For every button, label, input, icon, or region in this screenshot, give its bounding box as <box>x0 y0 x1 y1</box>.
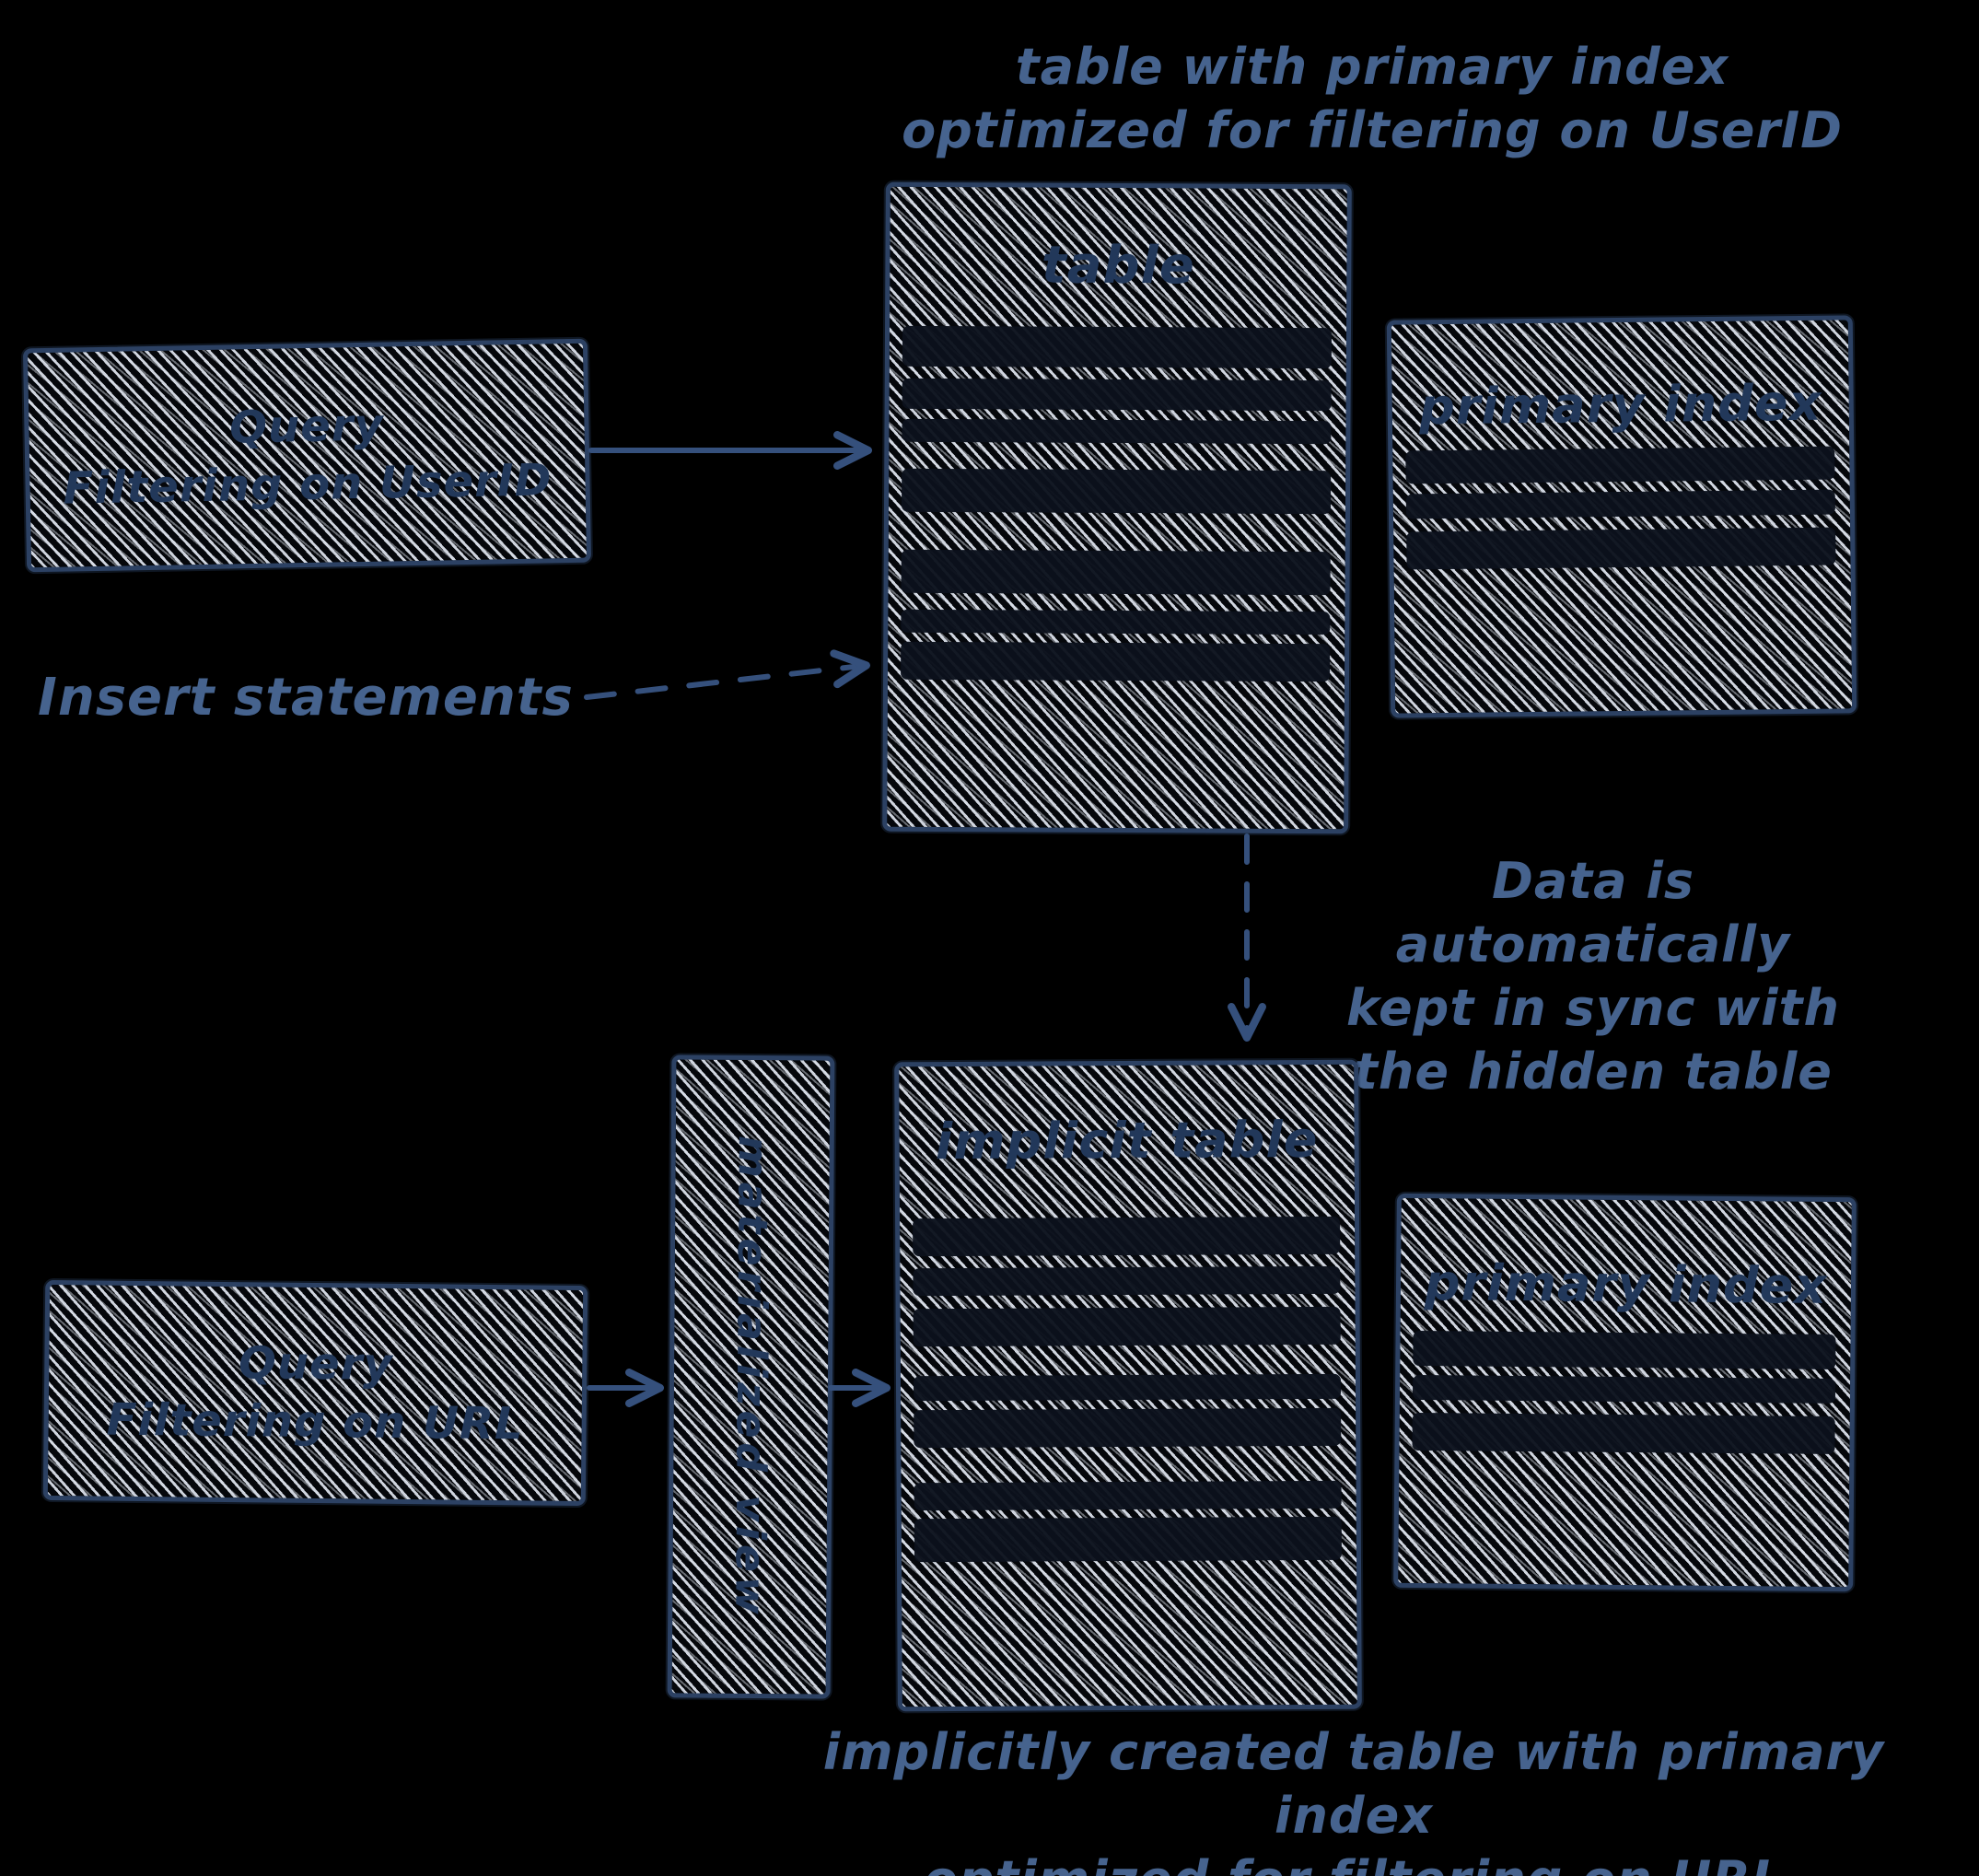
index-row <box>1413 1330 1836 1369</box>
index-row <box>1405 489 1835 519</box>
bottom-caption-line1: implicitly created table with primary in… <box>822 1723 1885 1846</box>
table-row <box>913 1216 1341 1257</box>
top-caption-line2: optimized for filtering on UserID <box>902 101 1843 160</box>
bottom-caption: implicitly created table with primary in… <box>783 1720 1925 1876</box>
query-url-line2: Filtering on URL <box>106 1393 524 1450</box>
table-row <box>914 1480 1342 1511</box>
primary-index-top-title: primary index <box>1418 373 1822 437</box>
insert-statements-label: Insert statements <box>38 668 574 728</box>
table-row <box>901 549 1331 596</box>
sync-note-line2: kept in sync with <box>1346 979 1840 1038</box>
table-row <box>913 1373 1342 1402</box>
index-row <box>1412 1374 1836 1404</box>
primary-index-bottom-title: primary index <box>1424 1253 1828 1315</box>
table-row <box>913 1306 1341 1347</box>
table-box: table <box>882 181 1352 834</box>
table-row <box>902 418 1332 445</box>
table-box-title: table <box>1041 235 1195 297</box>
table-row <box>901 609 1331 635</box>
sync-note: Data is automatically kept in sync with … <box>1308 849 1879 1103</box>
top-caption-line1: table with primary index <box>1015 38 1729 96</box>
query-userid-label: Query Filtering on UserID <box>28 344 587 567</box>
implicit-table-title: implicit table <box>935 1110 1319 1171</box>
query-url-line1: Query <box>238 1337 393 1391</box>
implicit-table-box: implicit table <box>894 1059 1362 1712</box>
index-row <box>1412 1412 1835 1454</box>
query-userid-box: Query Filtering on UserID <box>22 338 592 573</box>
primary-index-bottom-box: primary index <box>1393 1193 1857 1592</box>
query-userid-line2: Filtering on UserID <box>63 453 553 515</box>
table-row <box>913 1265 1341 1297</box>
table-row <box>902 325 1333 369</box>
query-userid-line1: Query <box>228 399 385 454</box>
table-row <box>914 1407 1342 1449</box>
bottom-caption-line2: optimized for filtering on URL <box>783 1847 1925 1876</box>
sync-note-line3: the hidden table <box>1354 1043 1833 1101</box>
query-url-box: Query Filtering on URL <box>42 1279 588 1507</box>
table-row <box>901 468 1332 515</box>
index-row <box>1406 527 1836 570</box>
sync-note-line1: Data is automatically <box>1395 852 1791 974</box>
arrow-insert-statements-dashed <box>584 649 870 700</box>
materialized-view-box: materialized view <box>667 1055 835 1699</box>
query-url-label: Query Filtering on URL <box>48 1285 583 1501</box>
index-row <box>1405 446 1835 484</box>
materialized-view-label: materialized view <box>726 1135 776 1619</box>
top-caption: table with primary index optimized for f… <box>893 35 1851 162</box>
table-row <box>901 641 1331 682</box>
table-row <box>902 378 1332 412</box>
table-row <box>914 1516 1342 1563</box>
primary-index-top-box: primary index <box>1386 315 1857 718</box>
